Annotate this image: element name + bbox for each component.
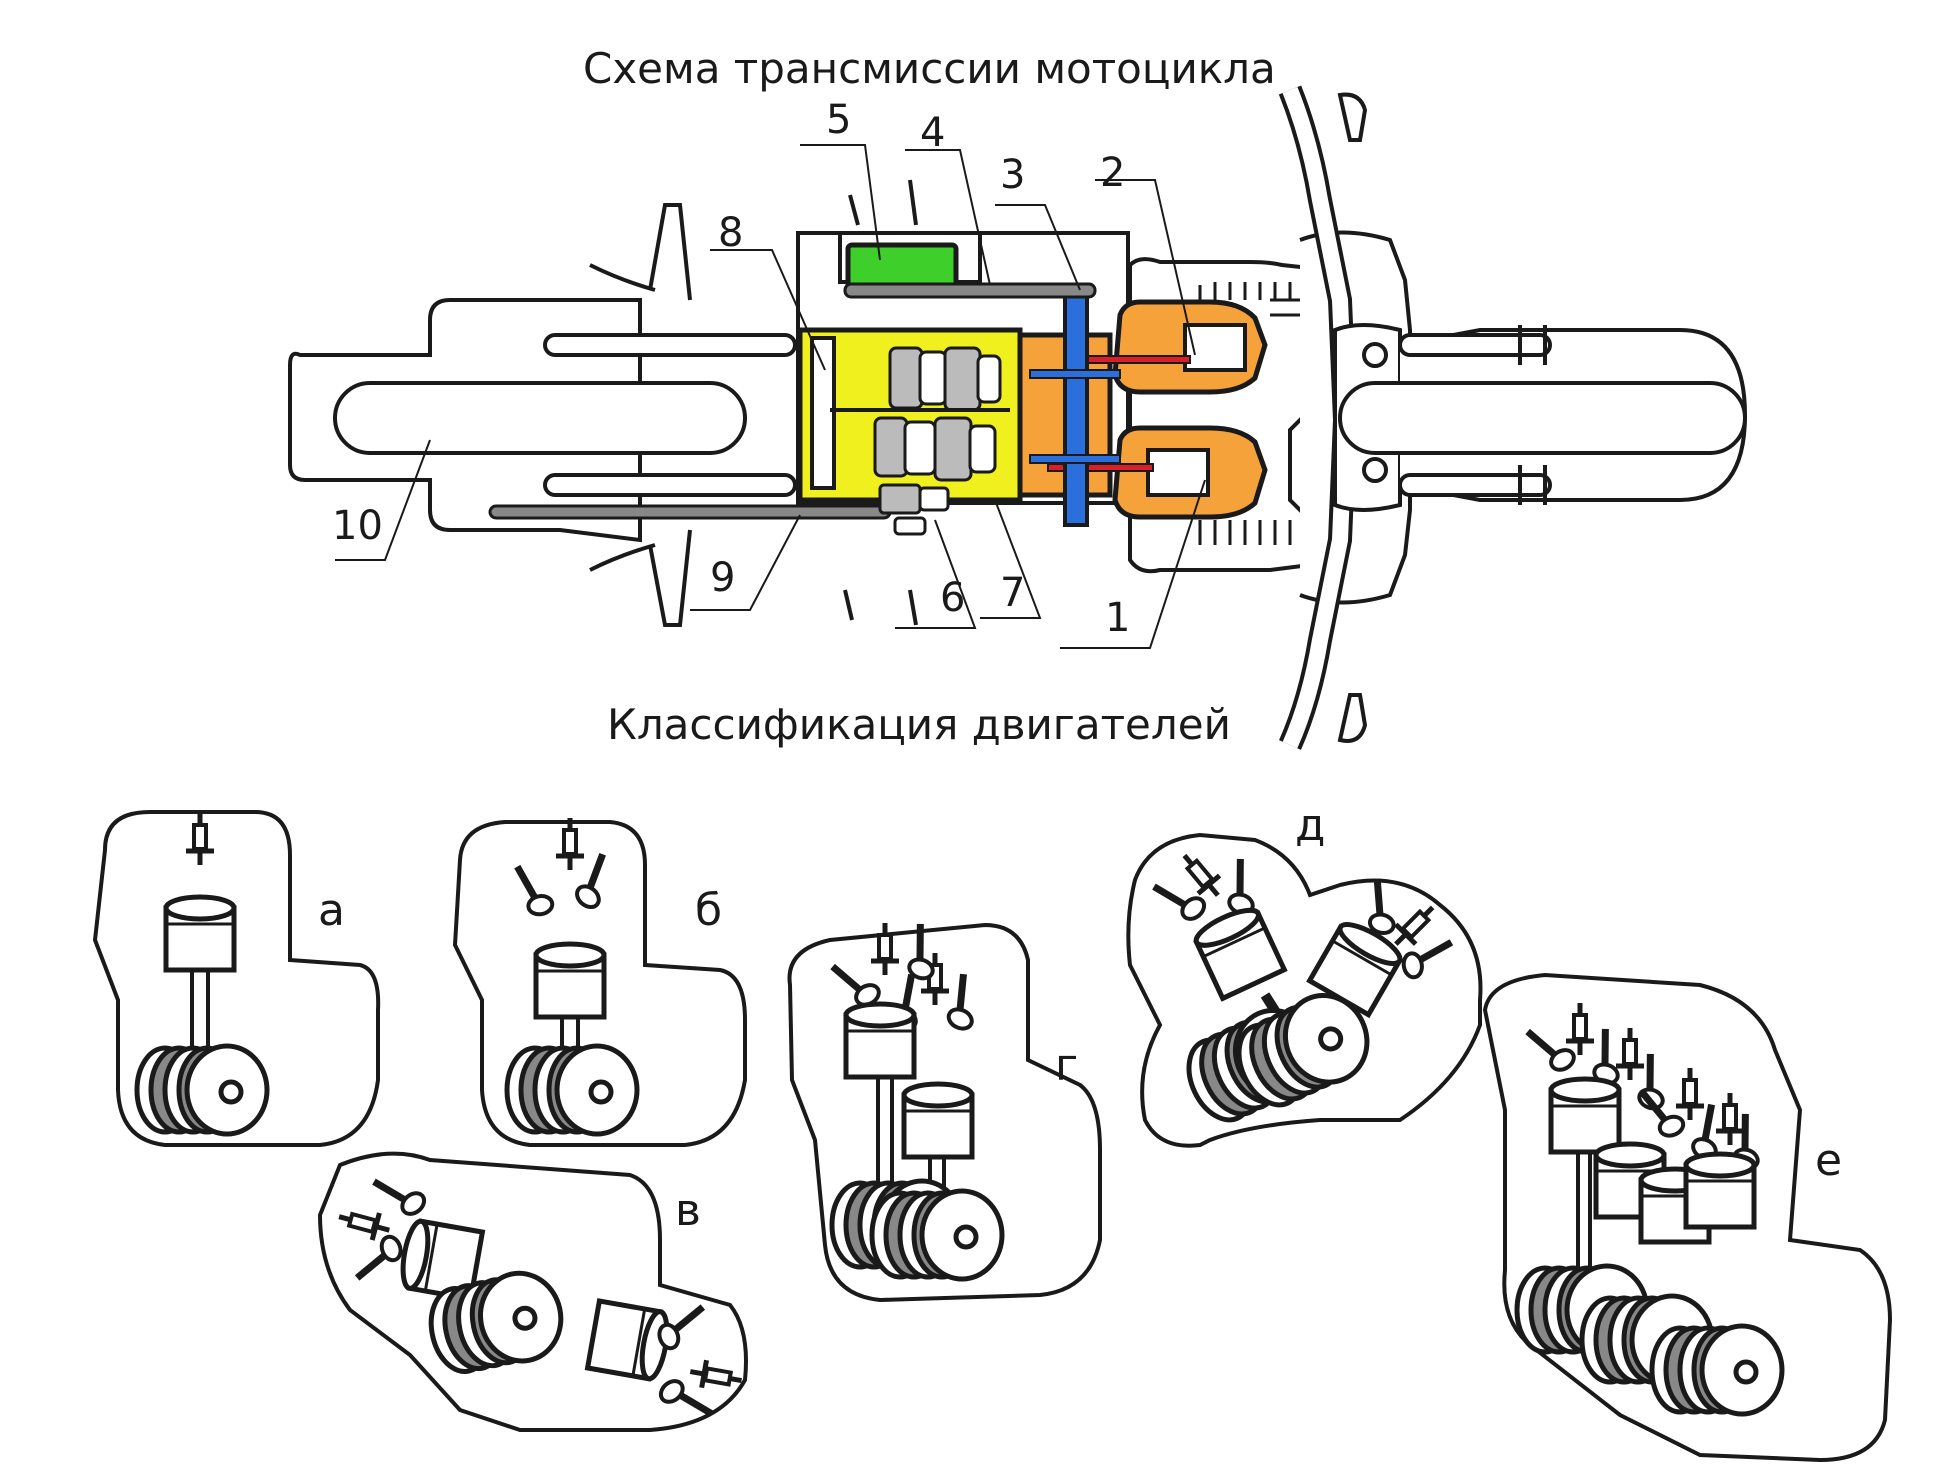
callout-2: 2 <box>1100 150 1126 196</box>
callout-7: 7 <box>1000 570 1026 616</box>
engine-label-v: в <box>675 1185 701 1236</box>
engine-a <box>92 810 381 1147</box>
classification-title: Классификация двигателей <box>607 700 1231 749</box>
drive-shaft <box>488 504 892 520</box>
engine-label-g: г <box>1055 1040 1079 1091</box>
transmission-components <box>488 242 1268 536</box>
engine-b <box>452 818 747 1147</box>
engine-label-d: д <box>1295 800 1326 851</box>
callout-1: 1 <box>1105 595 1131 641</box>
generator <box>845 242 959 290</box>
callout-lines <box>335 144 1206 649</box>
engine-label-b: б <box>695 885 723 936</box>
gearbox-shaft-end <box>810 336 836 490</box>
drive-belt <box>843 282 1097 299</box>
piston-lower <box>1146 448 1210 497</box>
callout-6: 6 <box>940 575 966 621</box>
engine-v <box>317 1151 748 1432</box>
engine-e <box>1482 972 1893 1463</box>
rod-upper <box>1084 355 1191 364</box>
callout-5: 5 <box>826 97 852 143</box>
clutch-shaft <box>1063 288 1089 527</box>
callout-10: 10 <box>332 503 383 549</box>
engine-label-a: а <box>318 885 345 936</box>
engine-g <box>787 923 1102 1303</box>
callout-4: 4 <box>920 110 946 156</box>
callout-3: 3 <box>1000 152 1026 198</box>
scheme-title: Схема трансмиссии мотоцикла <box>583 44 1276 93</box>
engine-label-e: е <box>1815 1135 1843 1186</box>
piston-upper <box>1183 323 1247 372</box>
engine-d <box>1126 832 1483 1148</box>
callout-8: 8 <box>718 210 744 256</box>
callout-9: 9 <box>710 555 736 601</box>
